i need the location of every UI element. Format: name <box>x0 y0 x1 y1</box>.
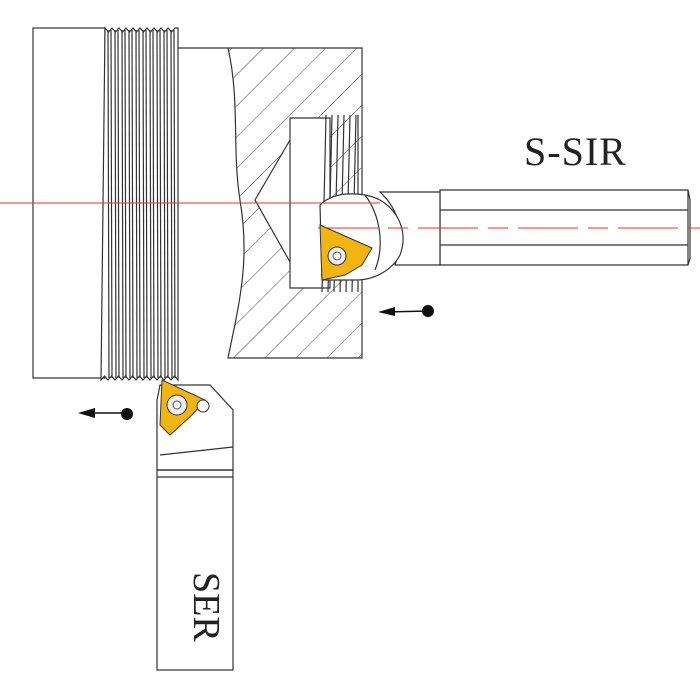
external-thread <box>100 26 179 382</box>
external-insert <box>159 379 210 436</box>
feed-arrow-icon <box>378 305 434 317</box>
ser-tool-shank <box>156 469 234 671</box>
s-sir-label: S-SIR <box>524 129 627 174</box>
feed-arrow-icon <box>78 408 133 420</box>
internal-insert <box>319 224 373 281</box>
ser-label: SER <box>185 572 227 642</box>
